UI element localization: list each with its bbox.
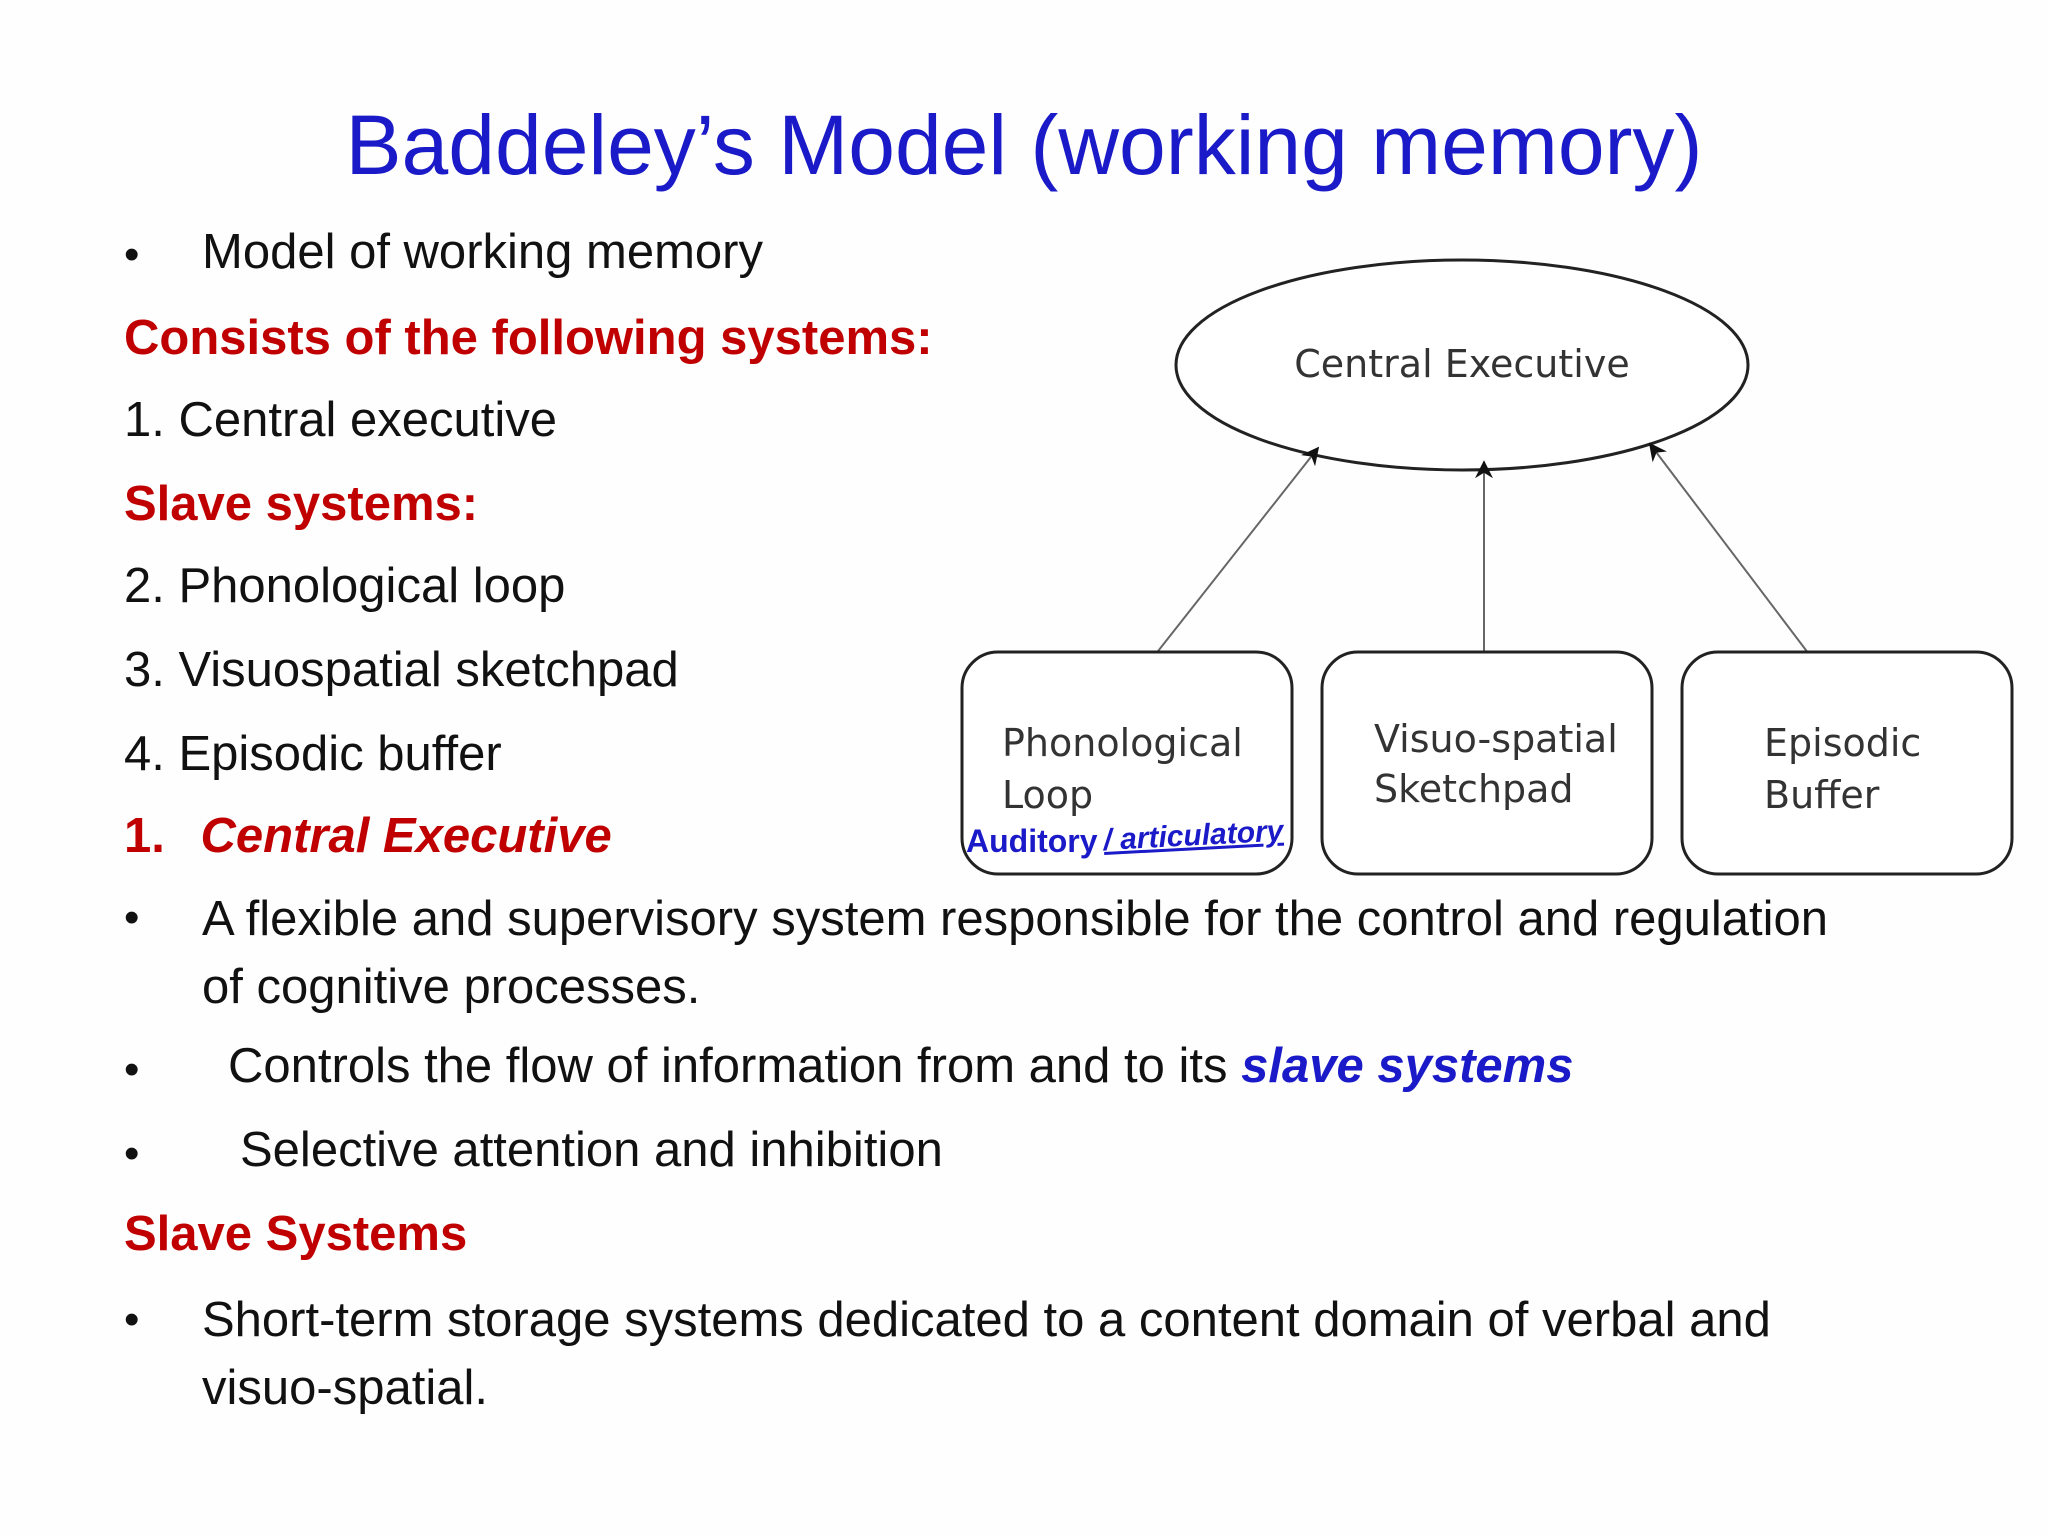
episodic-buffer-box <box>1680 650 2014 876</box>
intro-bullet-text: Model of working memory <box>202 225 763 279</box>
slave-systems-section-heading: Slave Systems <box>124 1207 468 1261</box>
slave-bullet: Short-term storage systems dedicated to … <box>202 1286 1771 1422</box>
slide-title: Baddeley’s Model (working memory) <box>345 98 1703 192</box>
bullet-marker: • <box>124 230 140 279</box>
list-item-phonological-loop: 2. Phonological loop <box>124 559 566 613</box>
working-memory-diagram: Central Executive Phonological Loop Visu… <box>960 258 2014 876</box>
bullet-marker: • <box>124 893 140 942</box>
ce-bullet-1-line-2: of cognitive processes. <box>202 960 701 1014</box>
consists-heading: Consists of the following systems: <box>124 311 933 365</box>
central-executive-label: Central Executive <box>1294 342 1629 386</box>
ce-bullet-2: Controls the flow of information from an… <box>228 1036 1574 1096</box>
bullet-marker: • <box>124 1045 140 1094</box>
list-item-central-executive: 1. Central executive <box>124 393 558 447</box>
list-item-visuospatial-sketchpad: 3. Visuospatial sketchpad <box>124 643 679 697</box>
phonological-loop-label-line-1: Phonological <box>1002 721 1243 765</box>
visuospatial-label-line-1: Visuo-spatial <box>1374 717 1618 761</box>
section-title: Central Executive <box>200 809 612 863</box>
auditory-annotation: Auditory <box>966 823 1098 859</box>
episodic-buffer-label-line-2: Buffer <box>1764 773 1880 817</box>
connector-phonological-loop <box>1138 446 1320 676</box>
central-executive-ellipse <box>1174 258 1750 472</box>
slave-systems-emphasis: slave systems <box>1241 1039 1574 1093</box>
ce-bullet-2-text: Controls the flow of information from an… <box>228 1039 1242 1093</box>
slave-bullet-line-1: Short-term storage systems dedicated to … <box>202 1293 1771 1347</box>
ce-bullet-1: A flexible and supervisory system respon… <box>202 885 1828 1021</box>
ce-bullet-3: Selective attention and inhibition <box>240 1123 943 1177</box>
visuospatial-label-line-2: Sketchpad <box>1374 767 1574 811</box>
phonological-loop-box <box>960 650 1294 876</box>
list-item-episodic-buffer: 4. Episodic buffer <box>124 727 502 781</box>
visuospatial-sketchpad-box <box>1320 650 1654 876</box>
connector-episodic-buffer <box>1648 442 1826 676</box>
section-number: 1. <box>124 809 165 863</box>
ce-bullet-1-line-1: A flexible and supervisory system respon… <box>202 892 1829 946</box>
episodic-buffer-label-line-1: Episodic <box>1764 721 1921 765</box>
section-heading-central-executive: 1. Central Executive <box>124 806 612 866</box>
slave-systems-heading: Slave systems: <box>124 477 479 531</box>
slave-bullet-line-2: visuo-spatial. <box>202 1361 488 1415</box>
phonological-loop-label-line-2: Loop <box>1002 773 1093 817</box>
bullet-marker: • <box>124 1129 140 1178</box>
bullet-marker: • <box>124 1295 140 1344</box>
